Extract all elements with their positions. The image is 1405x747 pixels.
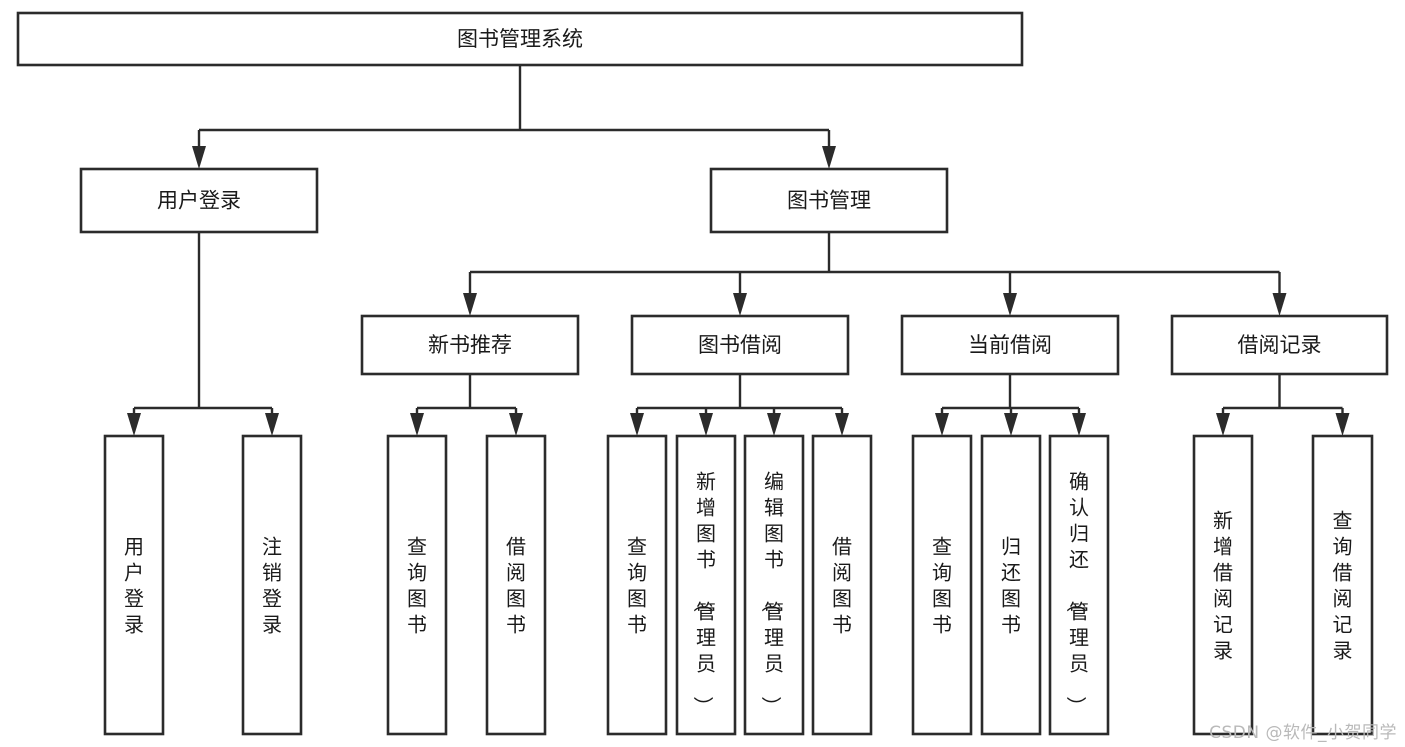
node-box[interactable] [241,434,303,736]
node-label: 确认归还（管理员） [1064,469,1089,716]
node-box[interactable] [485,434,547,736]
node-box[interactable] [1311,434,1374,736]
arrow-head-icon [835,413,849,436]
node-label: 图书借阅 [698,333,782,357]
node-box[interactable] [386,434,448,736]
node-book-borrow[interactable]: 图书借阅 [630,314,850,376]
node-box[interactable] [675,434,737,736]
node-leaf-add-book[interactable]: 新增图书（管理员） [675,434,737,736]
node-box[interactable] [743,434,805,736]
node-borrow-record[interactable]: 借阅记录 [1170,314,1389,376]
node-leaf-logout[interactable]: 注销登录 [241,434,303,736]
node-leaf-query-book-1[interactable]: 查询图书 [386,434,448,736]
node-box[interactable] [1192,434,1254,736]
node-box[interactable] [900,314,1120,376]
node-leaf-borrow-book-1[interactable]: 借阅图书 [485,434,547,736]
node-box[interactable] [16,11,1024,67]
node-current-borrow[interactable]: 当前借阅 [900,314,1120,376]
node-label: 查询图书 [407,534,427,636]
arrow-head-icon [630,413,644,436]
node-label: 借阅图书 [832,534,852,636]
node-book-manage[interactable]: 图书管理 [709,167,949,234]
node-box[interactable] [630,314,850,376]
node-box[interactable] [360,314,580,376]
node-leaf-return-book[interactable]: 归还图书 [980,434,1042,736]
arrow-head-icon [1003,293,1017,316]
arrow-head-icon [1272,293,1287,316]
arrow-head-icon [699,413,713,436]
node-new-book-rec[interactable]: 新书推荐 [360,314,580,376]
node-box[interactable] [980,434,1042,736]
nodes-layer: 图书管理系统用户登录图书管理新书推荐图书借阅当前借阅借阅记录用户登录注销登录查询… [16,11,1389,736]
node-box[interactable] [911,434,973,736]
node-label: 归还图书 [1001,534,1021,636]
node-leaf-query-book-3[interactable]: 查询图书 [911,434,973,736]
node-label: 查询图书 [627,534,647,636]
node-box[interactable] [79,167,319,234]
node-leaf-user-login[interactable]: 用户登录 [103,434,165,736]
node-label: 新增借阅记录 [1213,508,1233,662]
arrow-head-icon [822,146,836,169]
watermark-label: CSDN @软件_小贺同学 [1209,723,1397,743]
node-box[interactable] [1048,434,1110,736]
node-root[interactable]: 图书管理系统 [16,11,1024,67]
node-label: 用户登录 [124,534,144,636]
node-box[interactable] [1170,314,1389,376]
arrow-head-icon [733,293,747,316]
node-leaf-confirm-return[interactable]: 确认归还（管理员） [1048,434,1110,736]
node-leaf-add-record[interactable]: 新增借阅记录 [1192,434,1254,736]
node-user-login[interactable]: 用户登录 [79,167,319,234]
node-leaf-query-record[interactable]: 查询借阅记录 [1311,434,1374,736]
node-label: 图书管理 [787,189,871,213]
node-leaf-borrow-book-2[interactable]: 借阅图书 [811,434,873,736]
node-label: 查询借阅记录 [1333,508,1353,662]
arrow-head-icon [1004,413,1018,436]
arrow-head-icon [192,146,206,169]
node-label: 新增图书（管理员） [691,469,716,716]
node-label: 查询图书 [932,534,952,636]
node-label: 编辑图书（管理员） [759,469,784,716]
node-box[interactable] [103,434,165,736]
node-label: 图书管理系统 [457,27,583,51]
node-leaf-query-book-2[interactable]: 查询图书 [606,434,668,736]
arrow-head-icon [1216,413,1230,436]
arrow-head-icon [1335,413,1350,436]
arrow-head-icon [1072,413,1086,436]
node-label: 借阅记录 [1238,333,1322,357]
node-leaf-edit-book[interactable]: 编辑图书（管理员） [743,434,805,736]
node-label: 新书推荐 [428,333,512,357]
arrow-head-icon [935,413,949,436]
node-label: 借阅图书 [506,534,526,636]
node-box[interactable] [709,167,949,234]
node-label: 注销登录 [262,534,282,636]
node-box[interactable] [811,434,873,736]
node-box[interactable] [606,434,668,736]
arrow-head-icon [509,413,523,436]
node-label: 用户登录 [157,189,241,213]
arrow-head-icon [463,293,477,316]
arrow-head-icon [127,413,141,436]
arrow-head-icon [265,413,279,436]
arrow-head-icon [767,413,781,436]
edges-layer [127,65,1350,436]
arrow-head-icon [410,413,424,436]
node-label: 当前借阅 [968,333,1052,357]
